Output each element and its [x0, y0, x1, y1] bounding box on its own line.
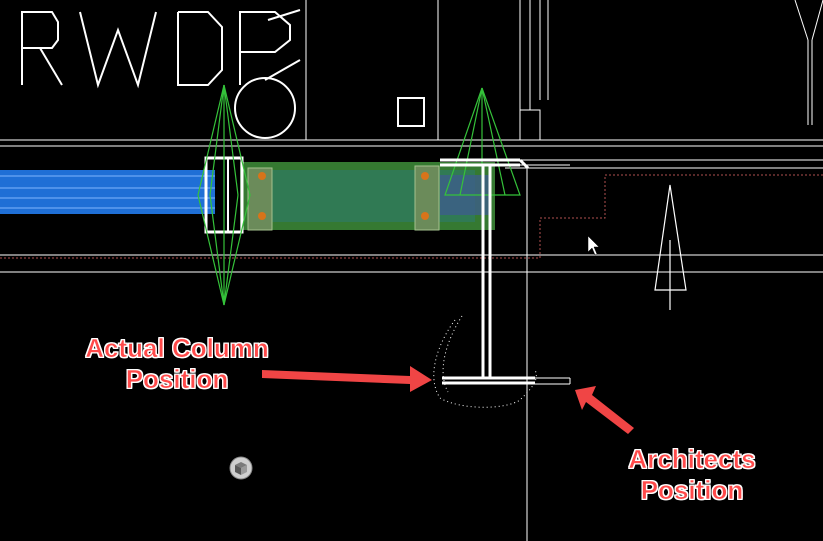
architect-column: [520, 164, 571, 385]
bolt-marker: [421, 172, 429, 180]
grid-line: [0, 174, 823, 259]
blue-beam: [0, 170, 215, 214]
architects-position-callout: Architects Position: [612, 444, 772, 506]
view-cube-icon[interactable]: [229, 456, 253, 480]
north-arrow-icon: [654, 184, 687, 310]
bolt-marker: [421, 212, 429, 220]
steel-column: [440, 158, 535, 385]
drawing-title-letters: [21, 9, 301, 139]
arrow-architects: [575, 386, 634, 434]
point-cloud: [433, 315, 537, 408]
actual-column-label-line2: Position: [125, 364, 229, 395]
bolt-markers: [258, 172, 429, 220]
actual-column-callout: Actual Column Position: [72, 333, 282, 395]
green-beam: [240, 162, 495, 231]
architects-label-line1: Architects: [628, 444, 756, 475]
bolt-marker: [258, 172, 266, 180]
bolt-marker: [258, 212, 266, 220]
annotation-arrows: [262, 366, 634, 434]
arrow-cursor-icon: [587, 235, 600, 256]
actual-column-label-line1: Actual Column: [85, 333, 269, 364]
architects-label-line2: Position: [640, 475, 744, 506]
arrow-actual: [262, 366, 432, 392]
green-cones: [197, 84, 521, 306]
